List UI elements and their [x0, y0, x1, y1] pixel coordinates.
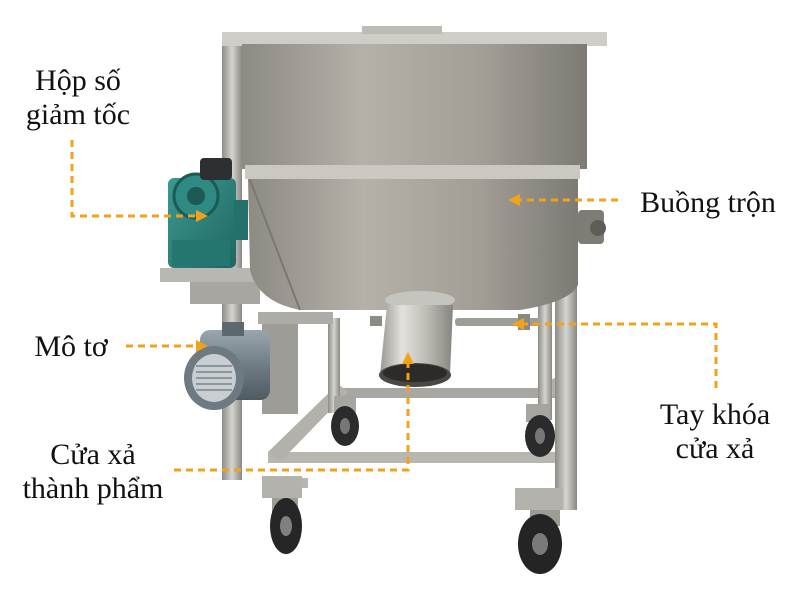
callout-line-gearbox	[70, 140, 198, 218]
label-gearbox-line2: giảm tốc	[25, 98, 131, 131]
caster-wheel-icon	[262, 396, 563, 574]
mixing-chamber-body	[222, 26, 607, 311]
label-gearbox-line1: Hộp số	[35, 64, 121, 97]
label-discharge-door: Cửa xả thành phẩm	[4, 438, 182, 506]
arrowhead-motor	[196, 340, 208, 352]
gearbox-icon	[168, 158, 248, 268]
label-gearbox: Hộp số giảm tốc	[8, 64, 148, 132]
label-lock-handle-line2: cửa xả	[675, 432, 755, 465]
arrowhead-chamber	[508, 194, 520, 206]
callout-line-discharge	[174, 360, 410, 472]
label-lock-handle-line1: Tay khóa	[659, 398, 771, 431]
label-lock-handle: Tay khóa cửa xả	[640, 398, 790, 466]
arrowhead-lock-handle	[512, 318, 524, 330]
label-motor: Mô tơ	[18, 330, 124, 364]
discharge-door-tube	[379, 291, 455, 387]
label-mixing-chamber-text: Buồng trộn	[640, 186, 776, 219]
electric-motor-icon	[184, 322, 270, 410]
arrowhead-gearbox	[196, 210, 208, 222]
label-discharge-door-line1: Cửa xả	[50, 438, 136, 471]
label-discharge-door-line2: thành phẩm	[22, 472, 164, 505]
callout-line-lock-handle	[522, 322, 718, 388]
label-mixing-chamber: Buồng trộn	[622, 186, 794, 220]
arrowhead-discharge	[402, 352, 414, 364]
label-motor-text: Mô tơ	[34, 330, 108, 363]
